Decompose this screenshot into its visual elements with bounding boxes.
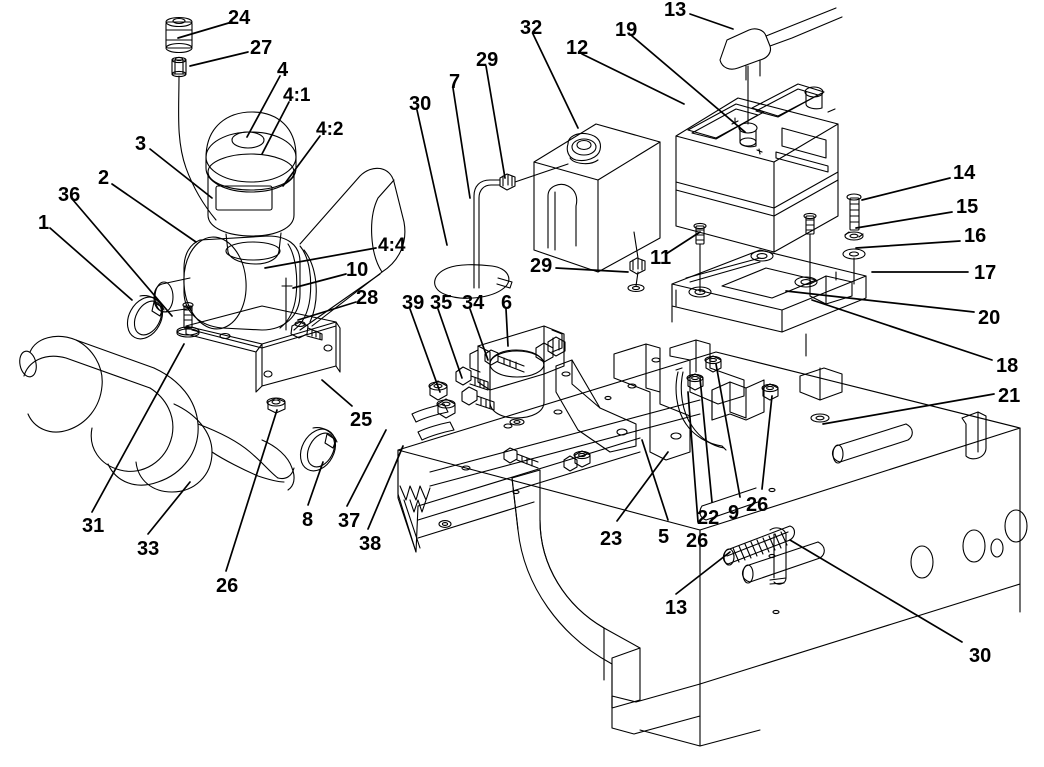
callout-29-upper[interactable]: 29 <box>476 49 499 71</box>
callout-19[interactable]: 19 <box>615 19 638 41</box>
callout-2[interactable]: 2 <box>98 167 110 189</box>
callout-1[interactable]: 1 <box>38 212 50 234</box>
callout-24[interactable]: 24 <box>228 7 251 29</box>
callout-4-4[interactable]: 4:4 <box>378 235 406 256</box>
callout-12[interactable]: 12 <box>566 37 589 59</box>
callout-22[interactable]: 22 <box>697 507 720 529</box>
part-muffler-drum <box>299 167 406 331</box>
part-18-u-bracket <box>711 379 765 421</box>
callout-25[interactable]: 25 <box>350 409 373 431</box>
callout-13-lower[interactable]: 13 <box>665 597 688 619</box>
part-36-bolt <box>176 302 200 338</box>
callout-26-right[interactable]: 26 <box>746 494 769 516</box>
callout-38[interactable]: 38 <box>359 533 382 555</box>
callout-4-1[interactable]: 4:1 <box>283 85 311 106</box>
part-32-fuel-tank <box>533 123 661 273</box>
callout-26-left[interactable]: 26 <box>216 575 239 597</box>
callout-9[interactable]: 9 <box>728 502 740 524</box>
callout-30-upper[interactable]: 30 <box>409 93 432 115</box>
part-1-clamp <box>126 295 165 340</box>
part-15-lockwasher <box>844 231 864 241</box>
part-24-filter <box>165 16 193 54</box>
part-34-bolt <box>484 349 525 373</box>
part-12-battery <box>675 83 839 253</box>
part-25-bracket <box>185 305 341 393</box>
part-26-nut-cluster <box>563 355 779 472</box>
part-14-bolt <box>846 193 862 231</box>
part-26-nut-left <box>266 397 286 414</box>
callout-4-2[interactable]: 4:2 <box>316 119 344 140</box>
part-27-fitting <box>171 56 187 78</box>
callout-28[interactable]: 28 <box>356 287 379 309</box>
part-5-linkage-plate <box>555 359 637 453</box>
part-16-washer <box>842 248 866 285</box>
part-23-plate <box>613 343 691 461</box>
callout-29-lower[interactable]: 29 <box>530 255 553 277</box>
part-2-carburetor <box>153 235 312 331</box>
callout-14[interactable]: 14 <box>953 162 976 184</box>
part-frame-chassis <box>397 305 1028 747</box>
part-29-clamp-upper <box>499 173 516 191</box>
part-13-cable-terminal <box>719 7 843 125</box>
callout-11[interactable]: 11 <box>650 247 672 269</box>
part-37-38-hoses <box>411 403 455 441</box>
part-13-spring <box>722 525 796 585</box>
callout-32[interactable]: 32 <box>520 17 543 39</box>
callout-3[interactable]: 3 <box>135 133 147 155</box>
callout-23[interactable]: 23 <box>600 528 623 550</box>
part-29-clamp-lower <box>629 257 646 275</box>
part-11-bolt <box>693 222 707 293</box>
callout-30-lower[interactable]: 30 <box>969 645 992 667</box>
callout-21[interactable]: 21 <box>998 385 1021 407</box>
part-22-bracket <box>669 339 745 405</box>
callout-35[interactable]: 35 <box>430 292 453 314</box>
part-17-battery-tray <box>671 249 867 333</box>
callout-5[interactable]: 5 <box>658 526 670 548</box>
part-11-bolt-2 <box>803 212 817 283</box>
callout-15[interactable]: 15 <box>956 196 979 218</box>
callout-10[interactable]: 10 <box>346 259 369 281</box>
callout-37[interactable]: 37 <box>338 510 361 532</box>
callout-16[interactable]: 16 <box>964 225 987 247</box>
callout-26-mid[interactable]: 26 <box>686 530 709 552</box>
callout-36[interactable]: 36 <box>58 184 81 206</box>
callout-34[interactable]: 34 <box>462 292 485 314</box>
callout-39[interactable]: 39 <box>402 292 425 314</box>
part-39-nut-a <box>428 380 448 401</box>
leader-lines <box>49 13 995 643</box>
callout-27[interactable]: 27 <box>250 37 273 59</box>
part-bolt-frame <box>503 447 539 469</box>
part-4-air-cleaner <box>205 111 297 265</box>
callout-4[interactable]: 4 <box>277 59 289 81</box>
callout-18[interactable]: 18 <box>996 355 1019 377</box>
part-10-bolt <box>281 277 293 331</box>
callout-6[interactable]: 6 <box>501 292 513 314</box>
callout-31[interactable]: 31 <box>82 515 105 537</box>
callout-33[interactable]: 33 <box>137 538 160 560</box>
part-7-fuel-tube <box>473 179 501 289</box>
callout-13[interactable]: 13 <box>664 0 687 21</box>
callout-8[interactable]: 8 <box>302 509 314 531</box>
part-35-fitting-a <box>455 366 489 391</box>
part-8-clamp <box>299 427 338 472</box>
part-33-exhaust-pipe-lower <box>19 335 295 493</box>
part-35-fitting-b <box>461 386 495 411</box>
callout-7[interactable]: 7 <box>449 71 461 93</box>
part-9-rod <box>675 367 727 451</box>
part-28-screw <box>290 321 323 341</box>
part-hex-fitting <box>535 336 566 363</box>
callout-17[interactable]: 17 <box>974 262 997 284</box>
callout-20[interactable]: 20 <box>978 307 1001 329</box>
